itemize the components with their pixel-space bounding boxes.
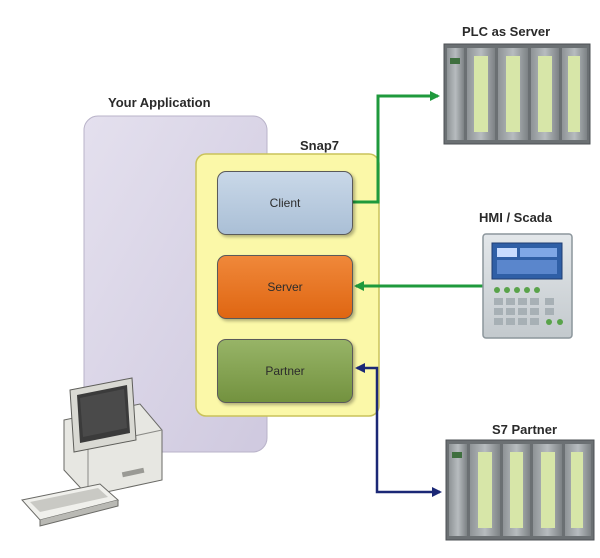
s7-partner-label: S7 Partner (492, 422, 558, 437)
client-module-label: Client (269, 196, 301, 210)
hmi-scada-label: HMI / Scada (479, 210, 552, 225)
plc-rack-icon (443, 43, 591, 145)
hmi-panel-icon (482, 233, 573, 339)
plc-rack-icon (445, 439, 595, 541)
client-module: Client (217, 171, 353, 235)
partner-module-label: Partner (265, 364, 305, 378)
desktop-computer-icon (21, 377, 163, 527)
partner-module: Partner (217, 339, 353, 403)
your-application-label: Your Application (108, 95, 211, 110)
plc-as-server-label: PLC as Server (462, 24, 551, 39)
server-module: Server (217, 255, 353, 319)
client-to-plc-arrow (352, 91, 440, 204)
partner-link-arrow (355, 363, 442, 497)
snap7-label: Snap7 (300, 138, 340, 153)
server-module-label: Server (267, 280, 303, 294)
